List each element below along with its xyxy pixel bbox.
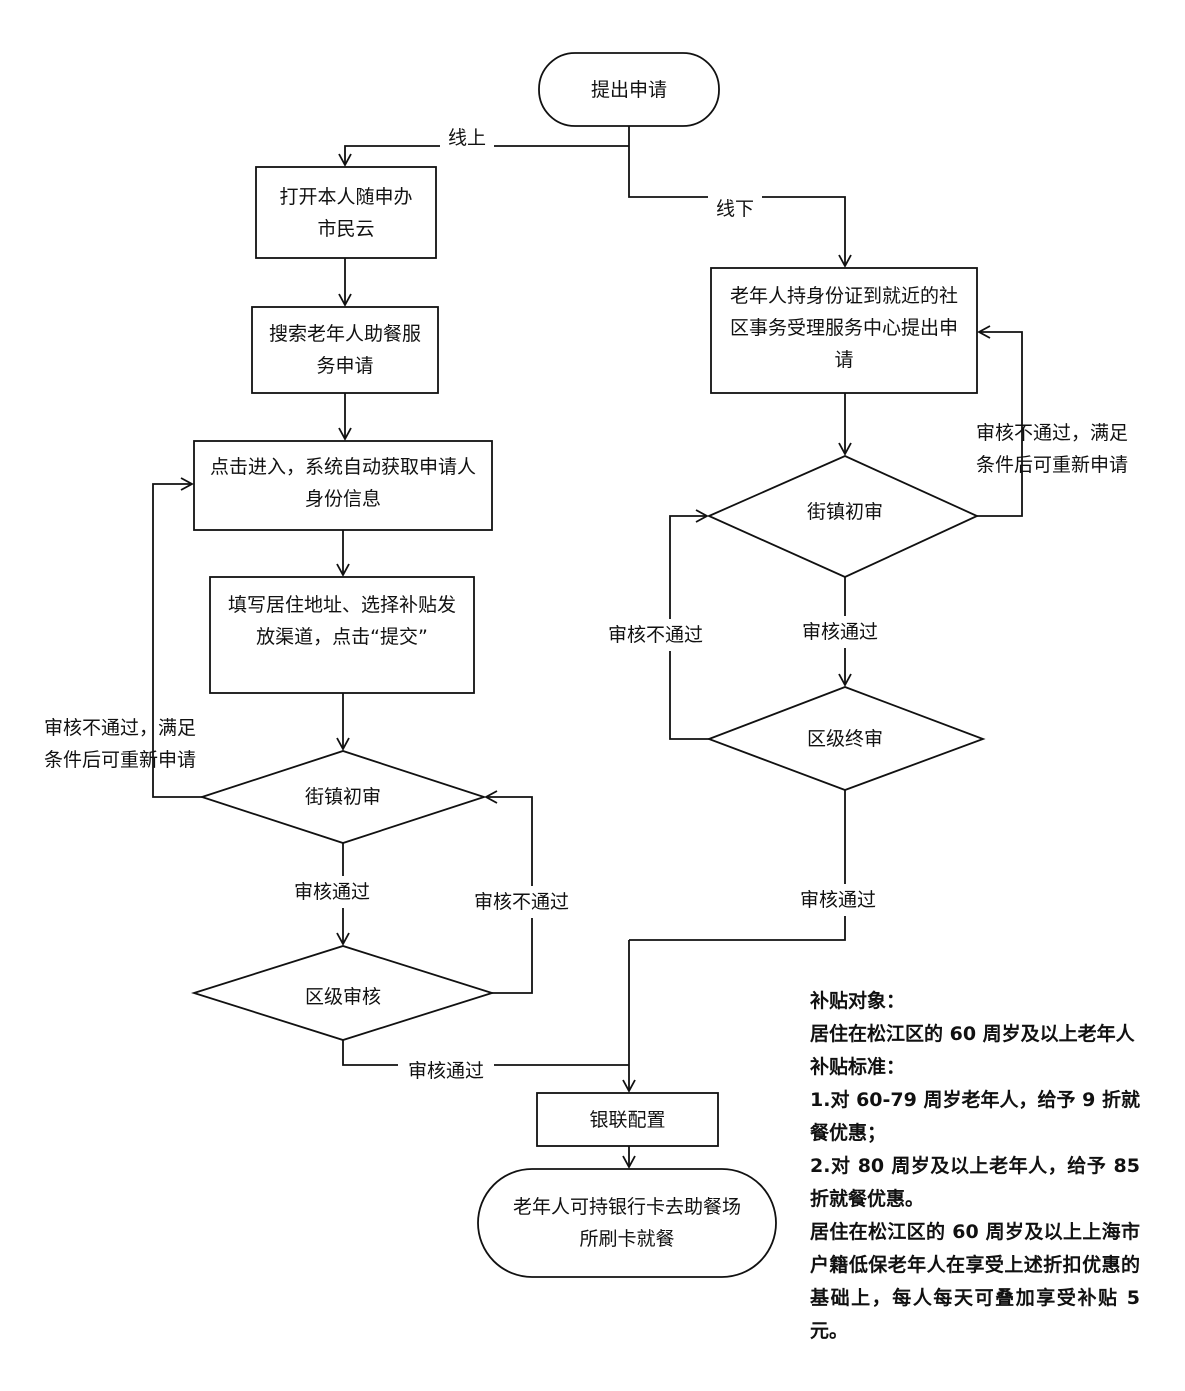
offline-apply-label: 老年人持身份证到就近的社 区事务受理服务中心提出申 请 (729, 285, 958, 371)
edge-label-online-fail-resubmit: 审核不通过，满足 条件后可重新申请 (44, 717, 197, 771)
start-label: 提出申请 (590, 78, 667, 101)
unionpay-box (536, 1092, 719, 1147)
street-review-online-label: 街镇初审 (304, 786, 381, 808)
edge-district-pass (342, 1040, 629, 1066)
edge-label-online-street-pass: 审核通过 (292, 876, 373, 908)
edge-label-online-district-pass: 审核通过 (398, 1055, 495, 1087)
edge-label-offline-district-fail: 审核不通过 (606, 619, 706, 651)
notes-standard-2: 2.对 80 周岁及以上老年人，给予 85 折就餐优惠。 (810, 1155, 1140, 1210)
notes-standard-1: 1.对 60-79 周岁老年人，给予 9 折就餐优惠； (810, 1089, 1140, 1144)
open-app-label: 打开本人随申办 市民云 (279, 185, 413, 240)
street-review-online-diamond (199, 750, 487, 844)
edge-label-offline-street-pass: 审核通过 (800, 616, 881, 648)
end-label: 老年人可持银行卡去助餐场 所刷卡就餐 (512, 1196, 741, 1250)
notes-heading-target: 补贴对象： (810, 990, 906, 1012)
edge-online-branch (338, 145, 629, 167)
district-final-offline-diamond (706, 686, 986, 791)
edge-label-offline: 线下 (708, 193, 763, 225)
edge-label-online: 线上 (440, 122, 495, 154)
edge-street-fail-loop (152, 477, 202, 798)
district-review-online-label: 区级审核 (304, 986, 381, 1008)
offline-apply-box (710, 267, 978, 394)
fill-form-label: 填写居住地址、选择补贴发 放渠道，点击“提交” (227, 594, 456, 648)
street-review-offline-label: 街镇初审 (806, 501, 883, 523)
edge-offline-street-fail-loop (977, 325, 1023, 517)
notes-heading-standard: 补贴标准： (810, 1056, 906, 1078)
auto-fetch-label: 点击进入，系统自动获取申请人 身份信息 (209, 456, 476, 510)
end-terminator (477, 1168, 777, 1278)
edge-label-online-district-fail: 审核不通过 (472, 886, 572, 918)
subsidy-notes: 补贴对象： 居住在松江区的 60 周岁及以上老年人 补贴标准： 1.对 60-7… (810, 985, 1140, 1348)
edge-label-offline-fail-resubmit: 审核不通过，满足 条件后可重新申请 (976, 422, 1129, 476)
open-app-box (255, 166, 437, 259)
search-service-label: 搜索老年人助餐服 务申请 (268, 323, 421, 377)
notes-low-income-extra: 居住在松江区的 60 周岁及以上上海市户籍低保老年人在享受上述折扣优惠的基础上，… (810, 1221, 1140, 1342)
fill-form-box (209, 576, 475, 694)
district-final-offline-label: 区级终审 (806, 728, 883, 750)
unionpay-label: 银联配置 (589, 1108, 666, 1131)
notes-target-text: 居住在松江区的 60 周岁及以上老年人 (810, 1023, 1135, 1045)
edge-label-offline-district-pass: 审核通过 (796, 884, 881, 916)
edge-offline-district-pass (629, 790, 846, 941)
